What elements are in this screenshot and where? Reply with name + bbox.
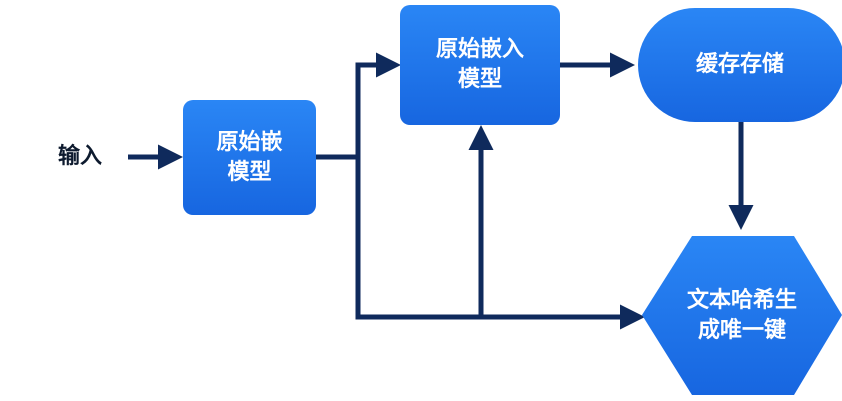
node-embed-model-top [400, 5, 560, 125]
connectors [128, 52, 754, 330]
arrow-trunk-to-hash [355, 157, 645, 330]
node-cache-storage [638, 8, 842, 122]
node-embed-model-small [183, 100, 316, 215]
arrow-trunk-to-top-model [355, 52, 401, 157]
node-text-hash [642, 236, 842, 395]
